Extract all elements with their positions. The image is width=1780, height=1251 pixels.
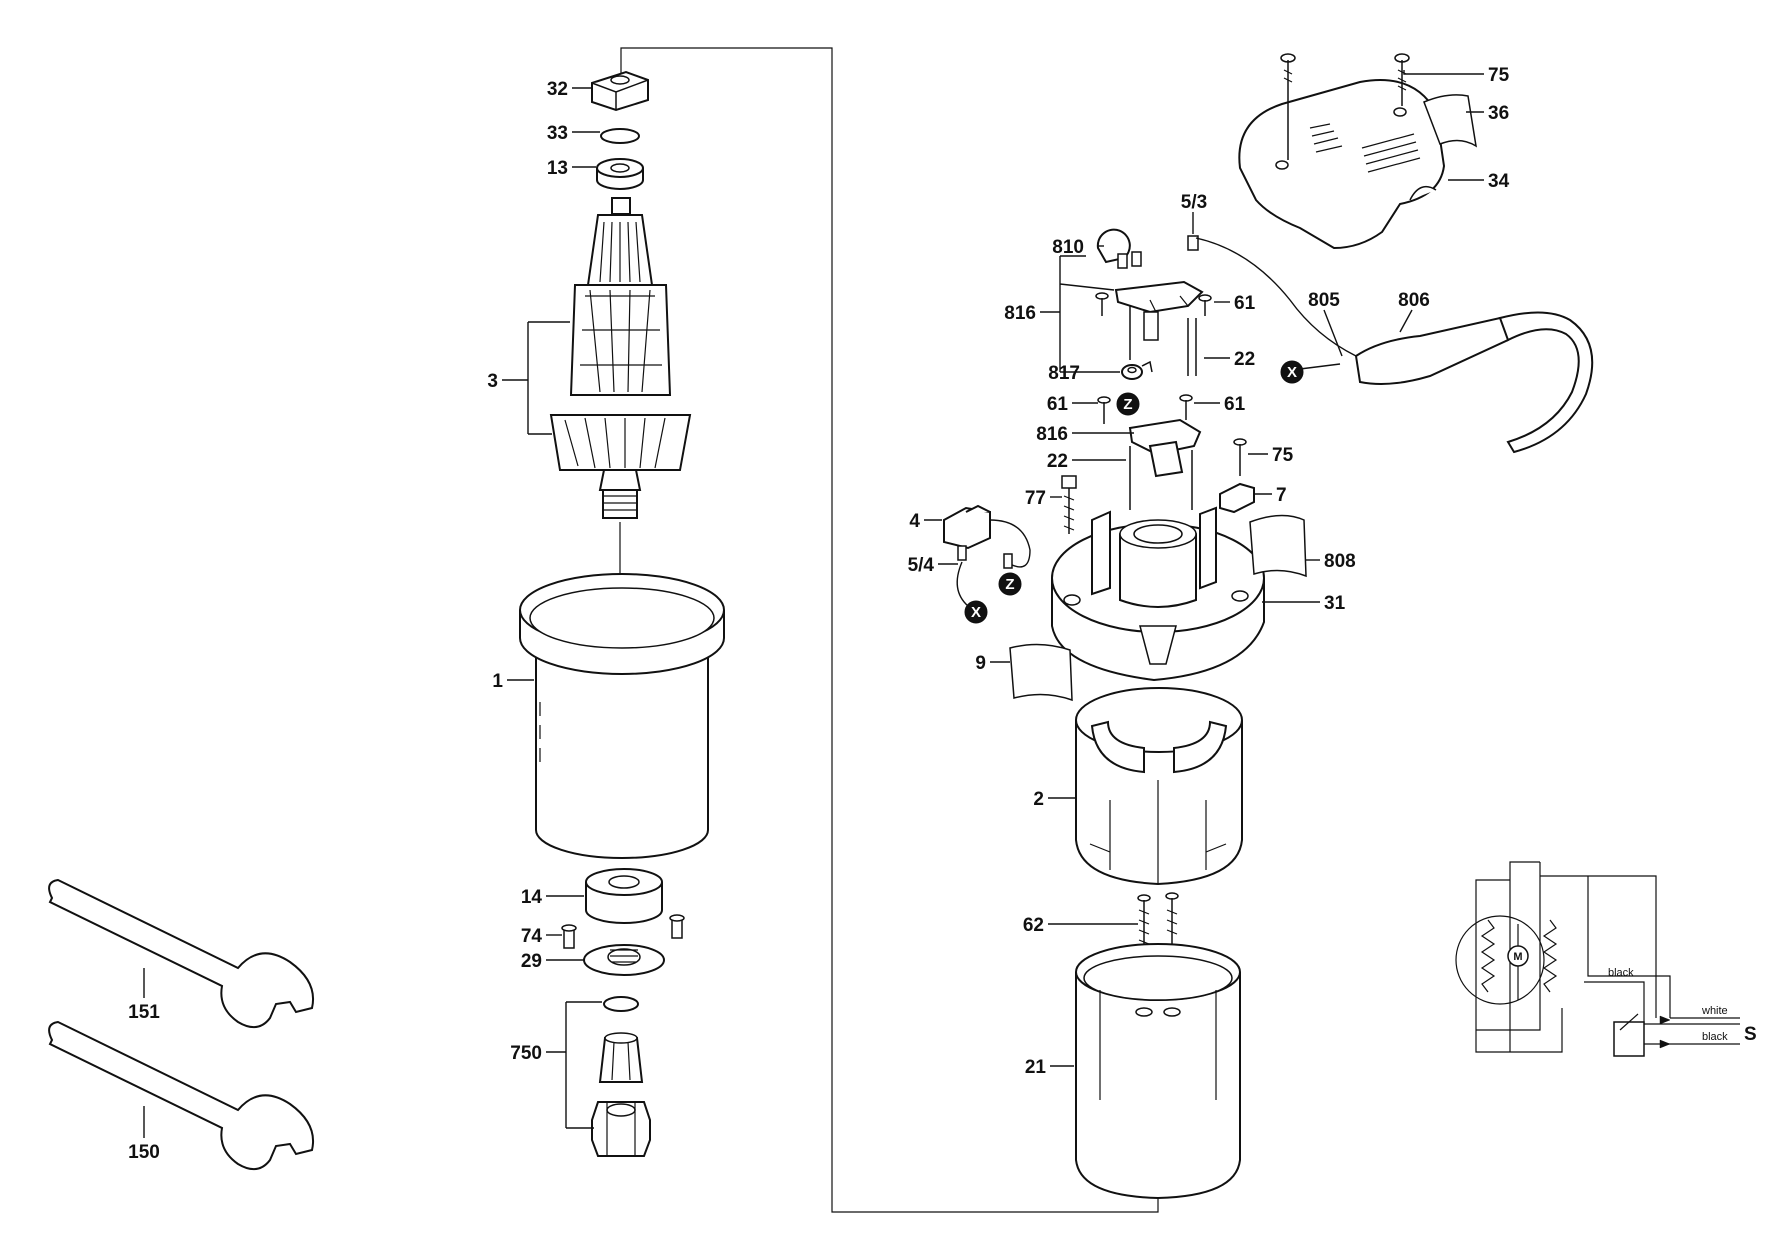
part-13-bearing [596, 158, 644, 190]
part-3-armature [549, 197, 692, 519]
wire-label-black-top: black [1608, 967, 1634, 979]
label-1: 1 [492, 671, 503, 692]
part-74-screws [561, 914, 685, 949]
part-14-bearing [585, 868, 663, 924]
label-805: 805 [1308, 290, 1340, 311]
svg-text:X: X [971, 604, 981, 621]
leader-lines [143, 70, 1484, 1138]
label-31: 31 [1324, 593, 1346, 614]
part-816-brush-holder-lower [1128, 418, 1202, 510]
part-2-stator [1075, 687, 1243, 886]
part-61-screws-middle [1097, 394, 1193, 424]
part-151-wrench [48, 878, 314, 1029]
label-61-upper: 61 [1234, 293, 1256, 314]
part-806-cable [1195, 237, 1594, 454]
motor-circle [1455, 915, 1545, 1005]
label-2: 2 [1033, 789, 1044, 810]
part-29-flange [583, 944, 665, 976]
switch-symbol [1613, 1021, 1645, 1057]
part-7-brush [1219, 482, 1255, 514]
part-150-wrench [48, 1020, 314, 1171]
label-74: 74 [521, 926, 543, 947]
label-34: 34 [1488, 171, 1510, 192]
motor-label: M [1513, 951, 1522, 963]
part-labels: 32 33 13 3 1 14 74 29 750 151 150 75 36 … [128, 65, 1509, 1163]
marker-x-cable: X [1280, 360, 1304, 384]
label-33: 33 [547, 123, 568, 144]
part-808-label [1249, 514, 1307, 578]
label-816-lower: 816 [1036, 424, 1068, 445]
part-750-collet-set [591, 996, 651, 1157]
label-5-4: 5/4 [908, 555, 935, 576]
label-3: 3 [487, 371, 498, 392]
label-816-upper: 816 [1004, 303, 1036, 324]
label-750: 750 [510, 1043, 542, 1064]
label-61-middle-left: 61 [1047, 394, 1069, 415]
label-14: 14 [521, 887, 543, 908]
marker-z-lower: Z [998, 572, 1022, 596]
part-33-oring [600, 128, 640, 144]
label-5-3: 5/3 [1181, 192, 1207, 213]
label-75-right: 75 [1272, 445, 1294, 466]
part-31-housing-cap [1051, 506, 1265, 682]
label-22-upper: 22 [1234, 349, 1255, 370]
part-32-nut [591, 70, 649, 112]
label-4: 4 [909, 511, 920, 532]
part-77-screw [1061, 475, 1077, 534]
connection-markers: X Z Z X [964, 360, 1304, 624]
label-21: 21 [1025, 1057, 1047, 1078]
label-62: 62 [1023, 915, 1044, 936]
part-36-label [1423, 94, 1478, 148]
label-806: 806 [1398, 290, 1430, 311]
svg-text:X: X [1287, 364, 1297, 381]
svg-text:Z: Z [1005, 576, 1014, 593]
marker-x-switch: X [964, 600, 988, 624]
part-810-cap [1096, 228, 1199, 269]
label-9: 9 [975, 653, 986, 674]
part-61-screw-upper [1095, 292, 1212, 316]
label-77: 77 [1025, 488, 1046, 509]
label-150: 150 [128, 1142, 160, 1163]
label-61-middle-right: 61 [1224, 394, 1246, 415]
part-4-switch [943, 504, 1031, 607]
label-32: 32 [547, 79, 568, 100]
part-817-clip [1121, 360, 1153, 380]
label-36: 36 [1488, 103, 1509, 124]
label-75-top: 75 [1488, 65, 1510, 86]
label-13: 13 [547, 158, 568, 179]
part-34-cover [1238, 79, 1446, 250]
wire-symbol-s: S [1744, 1024, 1757, 1045]
wiring-schematic: M black white black S [1455, 861, 1757, 1057]
label-22-lower: 22 [1047, 451, 1068, 472]
part-75-screw-right [1233, 438, 1247, 476]
part-9-label [1009, 643, 1073, 702]
part-1-housing [519, 573, 725, 859]
connector-path [620, 47, 1159, 1213]
label-817: 817 [1048, 363, 1080, 384]
wire-label-black-bottom: black [1702, 1031, 1728, 1043]
part-816-brush-holder-upper [1114, 280, 1204, 376]
label-151: 151 [128, 1002, 160, 1023]
wire-label-white: white [1701, 1005, 1728, 1017]
marker-z-upper: Z [1116, 392, 1140, 416]
label-808: 808 [1324, 551, 1356, 572]
label-810: 810 [1052, 237, 1084, 258]
part-75-screws-top [1280, 53, 1410, 160]
part-21-motor-housing [1075, 943, 1241, 1200]
svg-text:Z: Z [1123, 396, 1132, 413]
label-7: 7 [1276, 485, 1287, 506]
label-29: 29 [521, 951, 542, 972]
